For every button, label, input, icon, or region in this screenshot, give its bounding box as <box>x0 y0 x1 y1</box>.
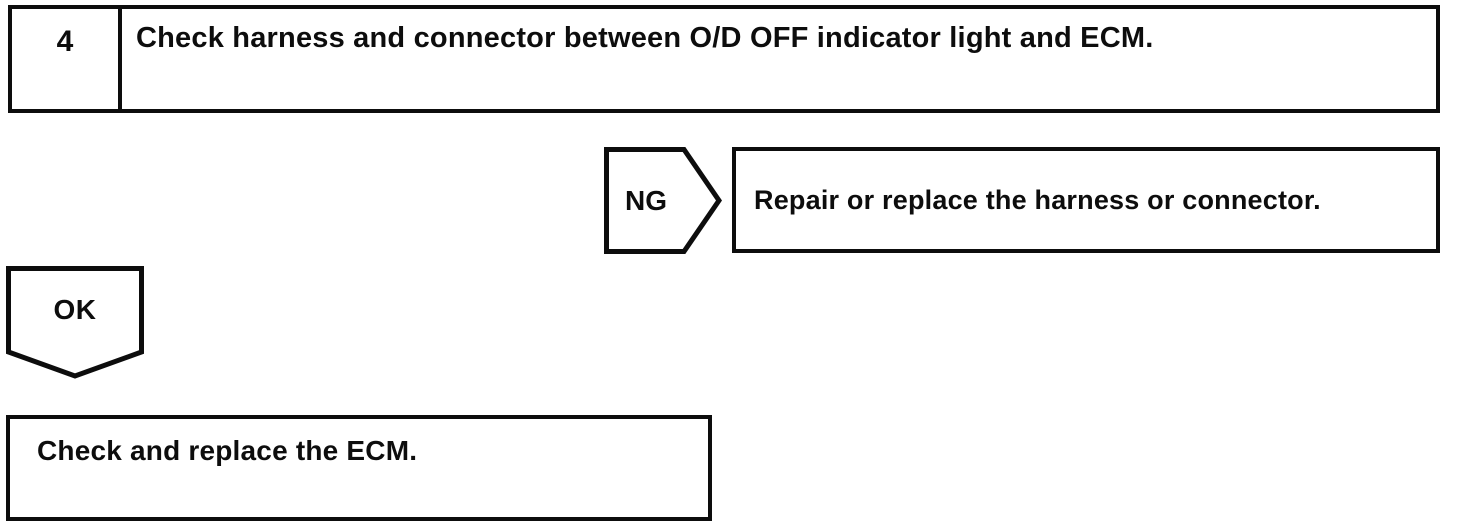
ng-pentagon-shape <box>604 147 722 254</box>
ok-pentagon-shape <box>6 266 144 379</box>
ng-connector: NG <box>604 147 722 254</box>
ok-action-text: Check and replace the ECM. <box>37 435 418 466</box>
ng-action-box: Repair or replace the harness or connect… <box>732 147 1440 253</box>
step-box: 4 Check harness and connector between O/… <box>8 5 1440 113</box>
step-instruction: Check harness and connector between O/D … <box>136 22 1154 54</box>
ok-label: OK <box>53 294 97 325</box>
ok-action-box: Check and replace the ECM. <box>6 415 712 521</box>
step-number: 4 <box>12 9 122 109</box>
ok-connector: OK <box>6 266 144 379</box>
ng-label: NG <box>625 184 667 216</box>
ng-action-text: Repair or replace the harness or connect… <box>754 184 1321 215</box>
